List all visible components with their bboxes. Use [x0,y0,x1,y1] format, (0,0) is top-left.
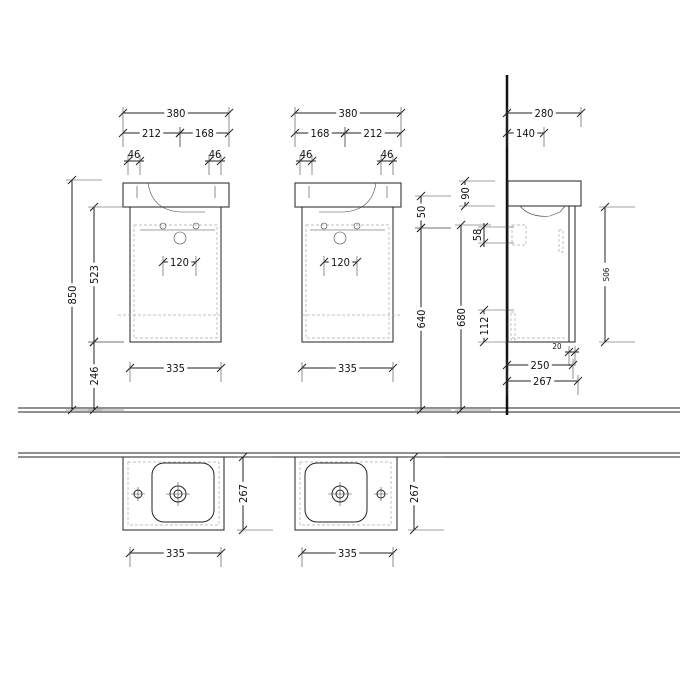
dimension-front-view-right-right-offset: 212 [340,127,406,147]
dimension-label: 112 [478,317,491,336]
basin-outline [122,182,230,208]
floor-line [18,407,680,413]
dimension-label: 168 [195,127,214,140]
dimension-side-view-cabinet-height: 506 [599,202,635,347]
dimension-front-view-left-total-height: 850 [66,175,102,415]
dimension-label: 46 [209,148,222,161]
dimension-front-view-left-drain-spacing: 120 [158,256,201,276]
dimension-label: 335 [166,547,185,560]
dimension-label: 267 [533,375,552,388]
dimension-label: 46 [300,148,313,161]
basin-bowl [319,182,377,213]
dimension-front-view-left-overall-width: 380 [118,107,234,127]
dimension-front-view-right-tap-right: 46 [376,148,398,175]
dimension-front-view-right-left-offset: 168 [290,127,350,147]
plan-view-left [122,456,225,531]
dimension-side-view-bottom-offset: 112 [478,305,514,347]
dimension-label: 246 [88,367,101,386]
dimension-label: 212 [142,127,161,140]
dimension-label: 50 [415,206,428,219]
dimension-side-view-bracket-height: 58 [471,222,514,248]
dimension-label: 212 [364,127,383,140]
basin-top [122,456,225,531]
dimension-label: 120 [170,256,189,269]
bowl [304,462,368,523]
dimension-plan-view-right-depth: 267 [408,452,444,535]
basin-outline [294,182,402,208]
basin-bowl [147,182,205,213]
cabinet [129,206,222,343]
front-view-right [294,182,402,343]
dimension-front-view-right-drain-offset: 50 [415,191,451,233]
dimension-label: 46 [381,148,394,161]
wall-line-plan [18,452,680,458]
dimension-side-view-basin-thickness: 90 [459,176,495,211]
dimension-front-view-left-tap-right: 46 [204,148,226,175]
dimension-label: 335 [338,547,357,560]
dimension-label: 168 [311,127,330,140]
dimension-label: 640 [415,310,428,329]
dimension-plan-view-right-width: 335 [297,547,398,567]
dimension-label: 280 [535,107,554,120]
dimension-label: 58 [471,229,484,242]
dimension-side-view-drain-height: 680 [455,220,491,415]
plan-view-right [294,456,398,531]
bowl [151,462,215,523]
dimension-front-view-right-cabinet-width: 335 [297,362,398,382]
dimension-label: 680 [455,308,468,327]
dimension-side-view-total-depth: 267 [502,375,583,395]
dimension-label: 506 [602,267,611,281]
dimension-label: 90 [459,187,472,200]
dimension-label: 850 [66,286,79,305]
dimension-label: 120 [331,256,350,269]
dimension-label: 335 [166,362,185,375]
dimension-front-view-left-floor-clearance: 246 [88,337,124,415]
drain-symbol [173,231,187,245]
dimension-plan-view-left-width: 335 [125,547,226,567]
door [568,205,576,343]
cabinet [507,205,570,343]
dimension-label: 335 [338,362,357,375]
drain-symbol [333,231,347,245]
dimension-front-view-left-tap-left: 46 [123,148,145,175]
dimension-label: 380 [167,107,186,120]
dimension-label: 267 [408,484,421,503]
front-view-left [118,182,230,343]
dimension-front-view-right-tap-left: 46 [295,148,317,175]
dimension-front-view-right-drain-spacing: 120 [319,256,362,276]
dimension-side-view-basin-depth: 280 [502,107,586,127]
dimension-front-view-left-cabinet-height: 523 [88,202,124,347]
dimension-side-view-cabinet-depth: 250 [502,359,578,379]
dimension-label: 46 [128,148,141,161]
dimension-label: 380 [339,107,358,120]
dimension-label: 140 [516,127,535,140]
dimension-front-view-right-drain-height: 640 [415,223,451,415]
basin-outline [507,180,582,207]
dimension-label: 20 [552,342,562,351]
dimension-side-view-basin-center: 140 [502,127,549,147]
dimension-front-view-left-cabinet-width: 335 [125,362,226,382]
basin-top [294,456,398,531]
dimension-front-view-left-left-offset: 212 [118,127,185,147]
dimension-front-view-right-overall-width: 380 [290,107,406,127]
dimension-plan-view-left-depth: 267 [237,452,273,535]
dimension-front-view-left-right-offset: 168 [175,127,234,147]
dimension-label: 250 [531,359,550,372]
dimension-label: 523 [88,265,101,284]
dimension-label: 267 [237,484,250,503]
cabinet [301,206,394,343]
